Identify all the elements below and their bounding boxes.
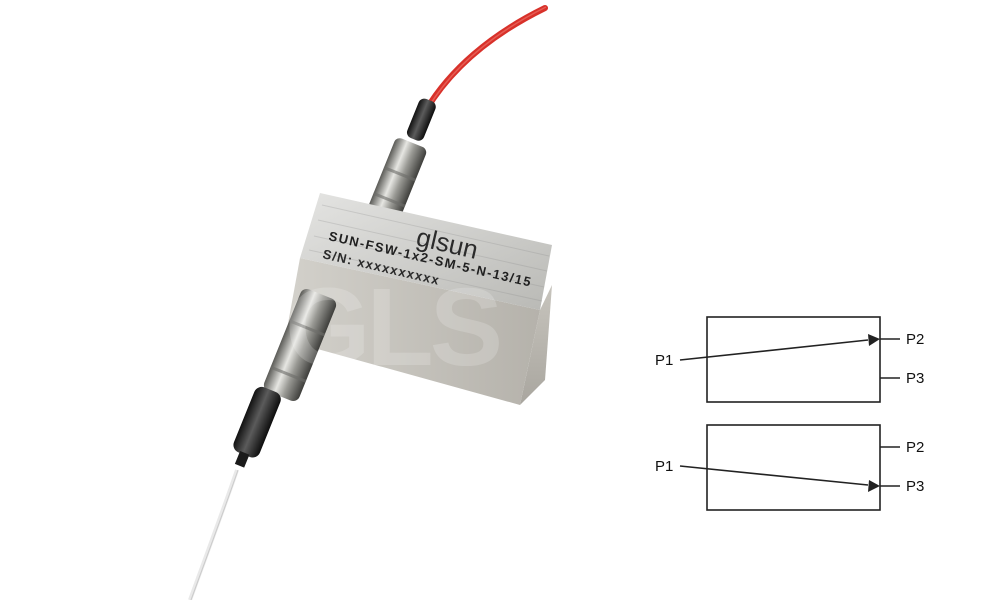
module-side	[520, 285, 552, 405]
bottom-port-p2-label: P2	[906, 439, 924, 456]
white-fiber	[188, 469, 239, 600]
lower-boot	[233, 386, 281, 468]
lower-sleeve	[263, 288, 337, 402]
svg-text:GLS: GLS	[285, 266, 500, 389]
module-top	[300, 193, 552, 310]
red-fiber	[423, 5, 548, 113]
upper-sleeve	[369, 138, 427, 220]
state-p1-p2: P1 P2 P3	[655, 316, 924, 403]
top-port-p2-label: P2	[906, 331, 924, 348]
optical-switch-photo: glsun SUN-FSW-1x2-SM-5-N-13/15 S/N: xxxx…	[188, 5, 552, 600]
state-p1-p3: P1 P2 P3	[655, 424, 924, 511]
top-port-p3-label: P3	[906, 370, 924, 387]
bottom-port-p3-label: P3	[906, 478, 924, 495]
bottom-input-label: P1	[655, 458, 673, 475]
module-front	[285, 258, 540, 405]
switch-state-diagram: P1 P2 P3 P1 P2 P3	[655, 316, 924, 511]
upper-boot	[406, 98, 436, 141]
top-input-label: P1	[655, 352, 673, 369]
